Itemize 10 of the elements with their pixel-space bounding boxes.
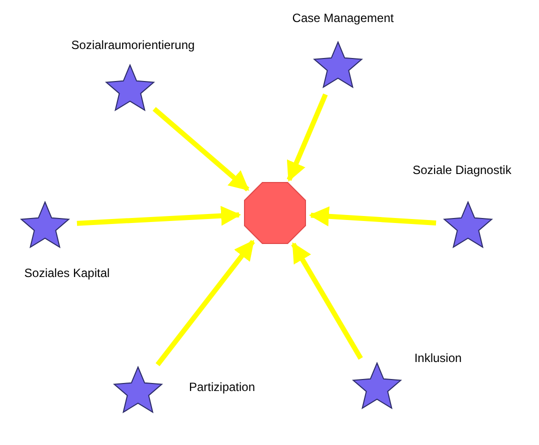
node-label: Sozialraumorientierung <box>71 38 195 52</box>
arrow <box>286 93 328 182</box>
node-label: Partizipation <box>188 380 256 394</box>
node-label: Case Management <box>292 11 394 25</box>
arrow <box>152 107 250 192</box>
node-label: Inklusion <box>414 351 462 365</box>
arrow <box>308 206 436 226</box>
node-label: Soziales Kapital <box>24 266 110 280</box>
arrow <box>76 206 242 226</box>
node-label: Soziale Diagnostik <box>412 163 512 177</box>
